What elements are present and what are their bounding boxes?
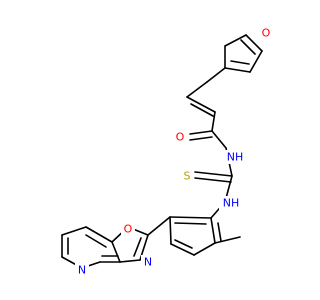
furan-oxygen: O bbox=[259, 26, 273, 40]
bond bbox=[85, 234, 107, 248]
bond bbox=[194, 177, 232, 183]
bond bbox=[169, 216, 172, 245]
bond bbox=[214, 236, 241, 244]
bond bbox=[133, 237, 142, 257]
bond bbox=[174, 222, 207, 225]
bond bbox=[245, 34, 263, 52]
bond bbox=[189, 130, 213, 135]
oxazole-nitrogen-label: N bbox=[144, 256, 152, 269]
bond bbox=[186, 96, 216, 113]
bond bbox=[230, 60, 250, 65]
bond-layer bbox=[61, 34, 263, 269]
oxazole-oxygen-label: O bbox=[124, 223, 133, 236]
carbonyl-oxygen-label: O bbox=[176, 131, 185, 144]
bond bbox=[217, 222, 222, 242]
bond bbox=[211, 111, 216, 132]
amide-nitrogen-label: NH bbox=[227, 151, 244, 164]
bond bbox=[169, 216, 212, 219]
bond bbox=[170, 243, 195, 256]
bond bbox=[85, 226, 113, 243]
oxazole-nitrogen: N bbox=[141, 255, 155, 269]
bond bbox=[190, 103, 214, 117]
thiocarbonyl-sulfur-label: S bbox=[184, 170, 191, 183]
oxazole-oxygen: O bbox=[121, 222, 135, 236]
bond bbox=[224, 34, 247, 47]
bond bbox=[240, 39, 256, 55]
bond bbox=[111, 241, 121, 263]
pyridine-nitrogen-label: N bbox=[78, 264, 86, 277]
thiocarbonyl-sulfur: S bbox=[180, 169, 194, 183]
bond bbox=[174, 239, 193, 249]
bond bbox=[186, 81, 208, 98]
molecule-structure-diagram: O O NH S NH O N N bbox=[61, 26, 273, 277]
atom-label-layer: O O NH S NH O N N bbox=[75, 26, 273, 277]
bond bbox=[61, 226, 87, 236]
furan-oxygen-label: O bbox=[262, 27, 271, 40]
carbonyl-oxygen: O bbox=[173, 130, 187, 144]
bond bbox=[224, 67, 251, 73]
bond bbox=[119, 259, 141, 263]
bond bbox=[210, 217, 216, 244]
pyridine-nitrogen: N bbox=[75, 263, 89, 277]
bond bbox=[211, 130, 227, 149]
thiourea-nitrogen: NH bbox=[219, 196, 243, 210]
bond bbox=[249, 50, 263, 73]
bond bbox=[206, 67, 226, 83]
bond bbox=[147, 216, 171, 236]
bond bbox=[193, 242, 216, 256]
bond bbox=[194, 171, 233, 177]
thiourea-nitrogen-label: NH bbox=[223, 197, 240, 210]
bond bbox=[189, 136, 213, 141]
amide-nitrogen: NH bbox=[223, 150, 247, 164]
